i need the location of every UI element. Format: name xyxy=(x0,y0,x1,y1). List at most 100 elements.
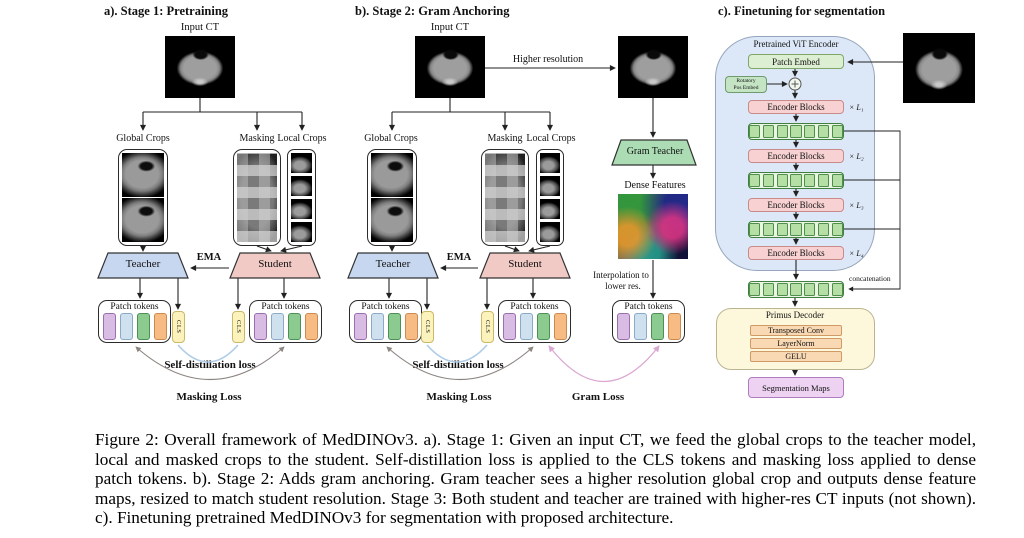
interpolation-label-line2: lower res. xyxy=(605,281,641,291)
patch-token xyxy=(287,313,301,340)
segmentation-maps-label: Segmentation Maps xyxy=(762,382,830,393)
gelu-label: GELU xyxy=(785,352,807,361)
layer-norm-label: LayerNorm xyxy=(777,339,815,348)
local-crop-image xyxy=(540,199,560,219)
concatenation-label: concatenation xyxy=(848,274,892,283)
connector-lines xyxy=(97,58,903,382)
encoder-blocks-1: Encoder Blocks xyxy=(748,100,844,114)
patch-token xyxy=(304,313,318,340)
feature-token-row-3 xyxy=(748,221,844,238)
input-ct-image-c xyxy=(903,33,975,103)
feature-token xyxy=(790,283,802,296)
teacher-trapezoid-b xyxy=(347,252,439,279)
rotary-label-line2: Pos Embed xyxy=(733,84,759,91)
teacher-label-b: Teacher xyxy=(375,258,411,270)
masked-crop-image xyxy=(485,153,525,242)
feature-token-row-1 xyxy=(748,123,844,140)
local-crop-image xyxy=(540,153,560,173)
patch-tokens-box: Patch tokens xyxy=(498,300,571,343)
masking-label-b: Masking xyxy=(487,133,523,144)
transposed-conv-box: Transposed Conv xyxy=(750,325,842,336)
figure-caption: Figure 2: Overall framework of MedDINOv3… xyxy=(95,430,976,528)
feature-token xyxy=(804,223,816,236)
segmentation-maps-box: Segmentation Maps xyxy=(748,377,844,398)
student-trapezoid-a xyxy=(229,252,321,279)
feature-token xyxy=(831,223,843,236)
cls-token: CLS xyxy=(172,311,185,343)
patch-token xyxy=(119,313,133,340)
self-distillation-loss-label-b: Self-distillation loss xyxy=(412,359,504,371)
feature-token xyxy=(817,174,830,187)
cls-label: CLS xyxy=(235,320,242,334)
student-label-b: Student xyxy=(508,258,542,270)
cls-label: CLS xyxy=(175,320,182,334)
encoder-blocks-label: Encoder Blocks xyxy=(767,248,825,258)
local-crop-image xyxy=(291,153,312,173)
rotary-label-line1: Rotatory xyxy=(736,78,756,85)
feature-token xyxy=(762,174,775,187)
patch-token xyxy=(404,313,418,340)
l2-multiplier: × L₂ xyxy=(849,152,864,161)
global-crop-image xyxy=(122,153,164,197)
input-ct-image-b xyxy=(415,36,485,98)
encoder-blocks-4: Encoder Blocks xyxy=(748,246,844,260)
patch-token xyxy=(633,313,647,340)
l3-multiplier: × L₃ xyxy=(849,201,864,210)
global-crop-image xyxy=(371,153,413,197)
feature-token xyxy=(831,283,843,296)
patch-embed-label: Patch Embed xyxy=(772,56,820,67)
feature-token xyxy=(831,174,843,187)
patch-token xyxy=(553,313,567,340)
feature-token xyxy=(831,125,843,138)
feature-token xyxy=(749,223,761,236)
patch-token xyxy=(102,313,116,340)
global-crops-label-b: Global Crops xyxy=(364,133,418,144)
feature-token xyxy=(762,283,775,296)
masking-box-a xyxy=(233,149,281,246)
patch-tokens-label: Patch tokens xyxy=(624,302,673,312)
encoder-blocks-label: Encoder Blocks xyxy=(767,102,825,112)
feature-token-row-2 xyxy=(748,172,844,189)
feature-token xyxy=(776,125,788,138)
feature-token xyxy=(776,223,788,236)
feature-token xyxy=(817,125,830,138)
feature-token xyxy=(749,283,761,296)
encoder-blocks-label: Encoder Blocks xyxy=(767,151,825,161)
patch-token xyxy=(536,313,550,340)
patch-token xyxy=(253,313,267,340)
gelu-box: GELU xyxy=(750,351,842,362)
interpolation-label-line1: Interpolation to xyxy=(593,270,649,280)
feature-token xyxy=(804,125,816,138)
self-distillation-loss-label-a: Self-distillation loss xyxy=(164,359,256,371)
teacher-label-a: Teacher xyxy=(125,258,161,270)
feature-token xyxy=(817,283,830,296)
feature-token xyxy=(790,125,802,138)
global-crops-box-b xyxy=(367,149,417,246)
feature-token xyxy=(790,223,802,236)
rotary-pos-embed-box: Rotatory Pos Embed xyxy=(725,76,767,93)
patch-tokens-label: Patch tokens xyxy=(510,302,559,312)
patch-tokens-label: Patch tokens xyxy=(110,302,159,312)
gram-teacher-trapezoid xyxy=(611,139,697,166)
local-crop-image xyxy=(291,222,312,242)
feature-token xyxy=(804,174,816,187)
feature-token xyxy=(776,174,788,187)
patch-token xyxy=(270,313,284,340)
student-label-a: Student xyxy=(258,258,292,270)
patch-embed-box: Patch Embed xyxy=(748,54,844,69)
masking-box-b xyxy=(481,149,529,246)
panel-c-title: c). Finetuning for segmentation xyxy=(718,4,886,18)
gram-loss-label: Gram Loss xyxy=(571,391,625,403)
patch-tokens-label: Patch tokens xyxy=(261,302,310,312)
primus-decoder-label: Primus Decoder xyxy=(765,310,825,320)
local-crop-image xyxy=(291,199,312,219)
feature-token xyxy=(762,125,775,138)
layer-norm-box: LayerNorm xyxy=(750,338,842,349)
patch-token xyxy=(370,313,384,340)
patch-token xyxy=(616,313,630,340)
local-crop-image xyxy=(540,222,560,242)
patch-tokens-box: Patch tokens xyxy=(349,300,422,343)
feature-token xyxy=(776,283,788,296)
local-crop-image xyxy=(540,176,560,196)
